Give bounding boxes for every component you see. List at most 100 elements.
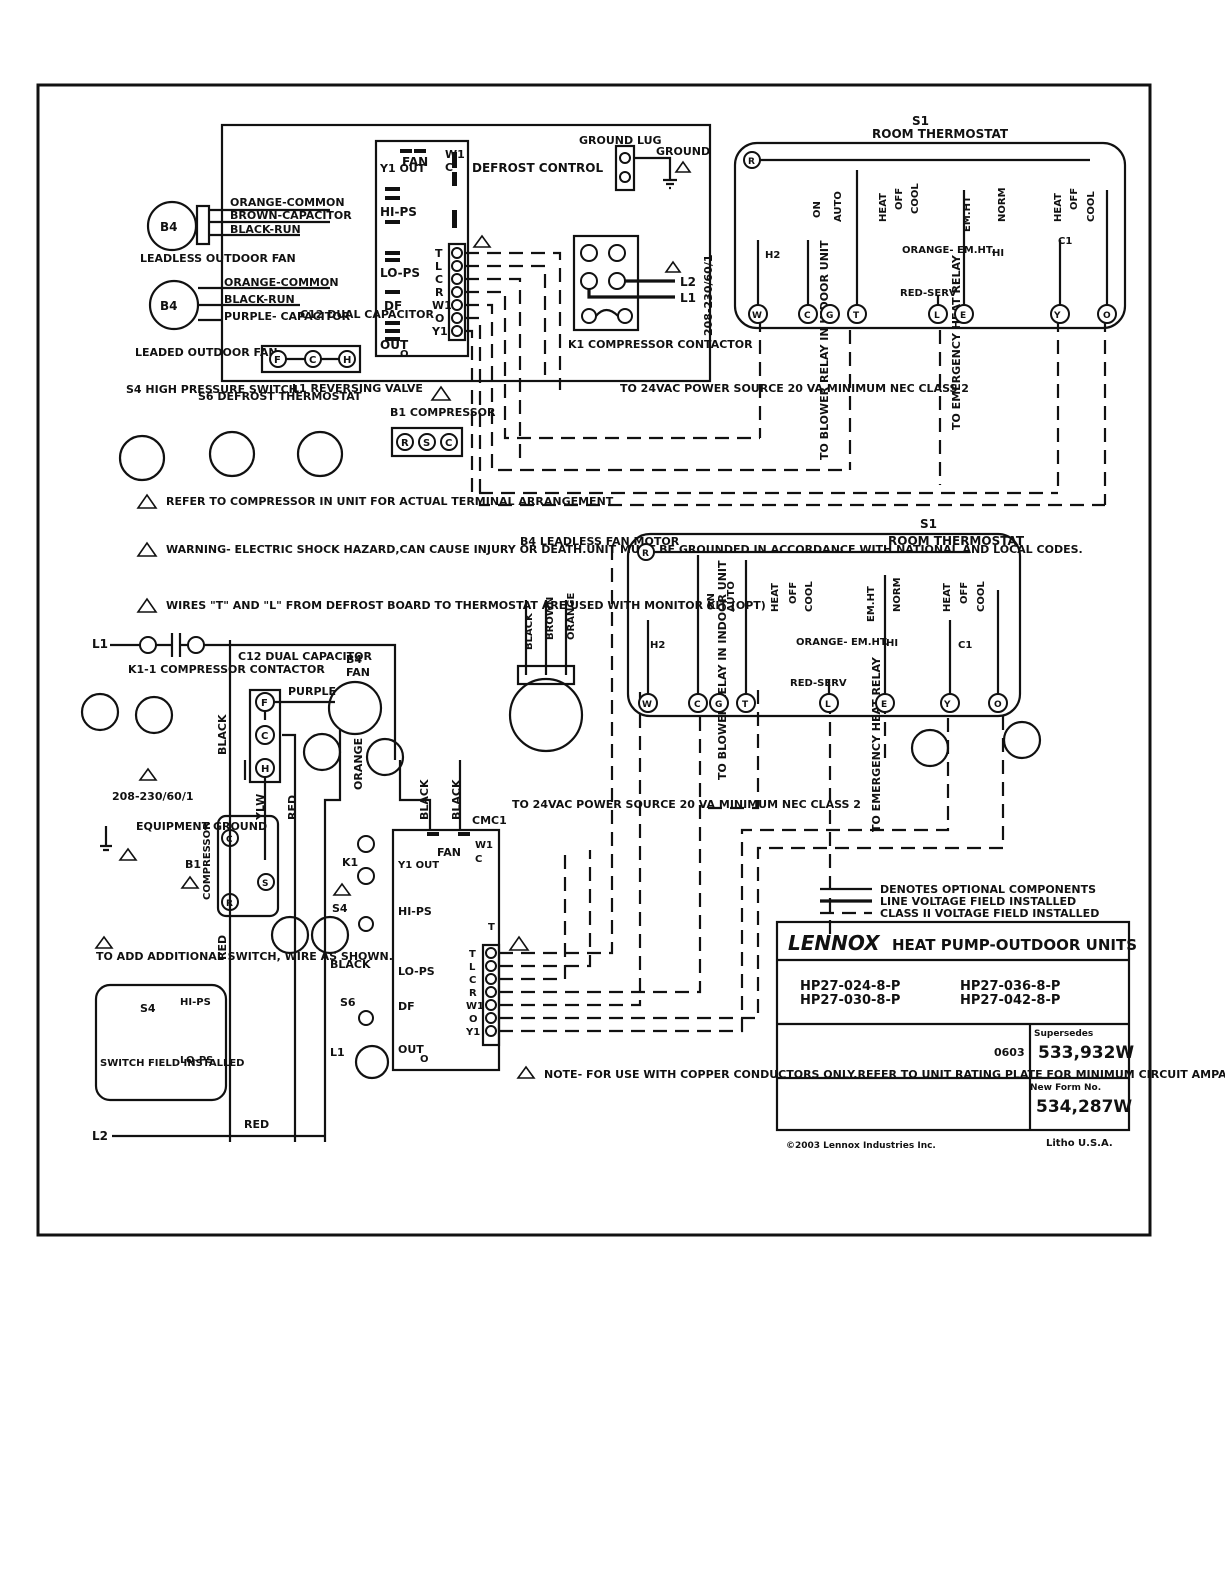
orange-emht-label: ORANGE- EM.HT. (902, 245, 995, 256)
brown-lead-label: BROWN (545, 597, 556, 640)
s4-label: S4 HIGH PRESSURE SWITCH (126, 383, 298, 396)
page-frame (36, 83, 1152, 1237)
defrost-terminal-strip: T L C R W1 O Y1 (431, 242, 467, 342)
c12-label-lower: C12 DUAL CAPACITOR (238, 650, 372, 663)
upper-class2-wiring (465, 251, 1107, 507)
l1-label: L1 (680, 291, 696, 305)
warning-triangle-icon (118, 847, 138, 861)
brown-capacitor-label: BROWN-CAPACITOR (230, 209, 352, 222)
leaded-outdoor-fan-label: LEADED OUTDOOR FAN (135, 346, 278, 359)
svg-text:L: L (825, 700, 831, 710)
l1-lower-label: L1 (330, 1046, 345, 1059)
new-form-label: New Form No. (1030, 1083, 1101, 1093)
svg-text:H: H (343, 355, 351, 366)
l2-label: L2 (680, 275, 696, 289)
l1-valve-label: L1 REVERSING VALVE (292, 382, 423, 395)
model-1: HP27-024-8-P (800, 979, 900, 994)
svg-text:Y1: Y1 (431, 325, 448, 338)
b1-compressor-label: B1 COMPRESSOR (390, 406, 496, 419)
svg-text:R: R (435, 286, 444, 299)
to-blower-relay-lower: TO BLOWER RELAY IN INDOOR UNIT (716, 560, 729, 780)
svg-text:E: E (960, 311, 966, 321)
date-code: 0603 (994, 1046, 1025, 1059)
warning-triangle-icon (138, 767, 158, 781)
svg-text:C: C (804, 311, 811, 321)
off-label-lower: OFF (788, 582, 799, 604)
to-add-switch-label: TO ADD ADDITIONAL SWITCH, WIRE AS SHOWN. (96, 950, 393, 963)
cmc1-terminal-strip: T L C R W1 O Y1 (465, 943, 501, 1047)
svg-text:L: L (435, 260, 442, 273)
svg-text:S: S (262, 879, 268, 889)
red-bottom-label: RED (244, 1118, 269, 1131)
hi-label: HI (992, 248, 1004, 259)
on-label: ON (812, 201, 823, 218)
lo-ps-cmc-label: LO-PS (398, 965, 435, 978)
ground-icon (100, 826, 112, 852)
new-form-number: 534,287W (1036, 1097, 1132, 1117)
s4-small-label: S4 (140, 1002, 156, 1015)
litho: Litho U.S.A. (1046, 1138, 1113, 1149)
l2-power-label: L2 (92, 1129, 108, 1143)
b4-label: B4 (160, 220, 178, 234)
o-cmc-label: O (420, 1054, 429, 1065)
room-thermostat-label-upper: ROOM THERMOSTAT (872, 127, 1009, 141)
norm-label: NORM (997, 187, 1008, 222)
svg-text:E: E (881, 700, 887, 710)
out-cmc-label: OUT (398, 1043, 424, 1056)
svg-text:C: C (694, 700, 701, 710)
svg-text:C: C (309, 355, 316, 366)
legend-optional: DENOTES OPTIONAL COMPONENTS (880, 883, 1096, 896)
field-circle (80, 692, 120, 732)
heat-label-lower: HEAT (770, 583, 781, 612)
off-label-lower-2: OFF (959, 582, 970, 604)
field-circle (270, 915, 310, 955)
on-label-lower: ON (706, 593, 717, 610)
field-circle (134, 695, 174, 735)
supersedes-label: Supersedes (1034, 1029, 1093, 1039)
cool-label: COOL (910, 183, 921, 214)
note3-icon (136, 541, 158, 557)
upper-unit-box (220, 123, 712, 383)
svg-text:R: R (748, 157, 755, 167)
s6-thermostat-symbol (208, 430, 256, 478)
to-blower-relay-upper: TO BLOWER RELAY IN INDOOR UNIT (818, 240, 831, 460)
note4-icon (136, 597, 158, 613)
to-emergency-heat-lower: TO EMERGENCY HEAT RELAY (870, 656, 883, 832)
to-24vac-label-upper: TO 24VAC POWER SOURCE 20 VA MINIMUM NEC … (620, 382, 969, 395)
hi-label-lower: HI (886, 638, 898, 649)
svg-text:L: L (934, 311, 940, 321)
df-label: DF (384, 299, 402, 313)
off-label: OFF (894, 188, 905, 210)
warning-triangle-icon (94, 935, 114, 949)
black-run-label: BLACK-RUN (230, 223, 301, 236)
norm-label-lower: NORM (892, 577, 903, 612)
warning-triangle-icon (180, 875, 200, 889)
ground-label: GROUND (656, 145, 710, 158)
switch-field-box (94, 983, 228, 1102)
c-cmc-label: C (475, 854, 482, 865)
w1-cmc-label: W1 (475, 840, 493, 851)
ylw-label: YLW (254, 794, 267, 821)
svg-text:W1: W1 (466, 1001, 484, 1012)
defrost-control-label: DEFROST CONTROL (472, 161, 603, 175)
svg-text:R: R (401, 438, 409, 449)
df-cmc-label: DF (398, 1000, 415, 1013)
svg-text:T: T (469, 949, 476, 960)
svg-text:G: G (826, 311, 833, 321)
warning-triangle-icon (508, 935, 530, 951)
c12-capacitor: F C H (260, 344, 362, 374)
k1-1-label: K1-1 COMPRESSOR CONTACTOR (128, 663, 325, 676)
cool-label-lower-2: COOL (976, 581, 987, 612)
c1-label: C1 (1058, 236, 1072, 247)
legend-line-voltage: LINE VOLTAGE FIELD INSTALLED (880, 895, 1076, 908)
svg-text:C: C (261, 731, 268, 742)
ground-lug (614, 144, 636, 192)
svg-text:Y1: Y1 (465, 1027, 480, 1038)
svg-text:R: R (469, 988, 477, 999)
red-serv-label-lower: RED-SERV (790, 678, 847, 689)
s1-label-upper: S1 (912, 114, 929, 128)
compressor-box (216, 814, 280, 918)
field-circle (310, 915, 350, 955)
warning-triangle-icon (664, 260, 682, 273)
warning-triangle-icon (430, 385, 452, 401)
